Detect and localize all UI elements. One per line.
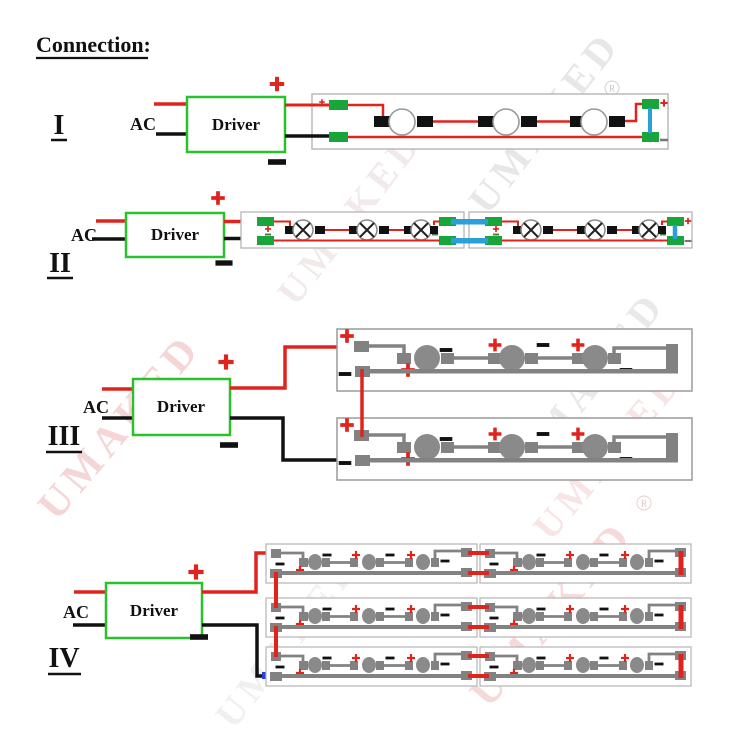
ac-label: AC xyxy=(63,602,89,622)
minus-marker xyxy=(215,260,233,266)
page-title: Connection: xyxy=(36,32,151,60)
solder-pad-green xyxy=(329,132,348,142)
ac-label: AC xyxy=(83,397,109,417)
led-strip-segment-1 xyxy=(241,212,464,248)
section-2: II AC Driver xyxy=(47,191,692,280)
led-icon xyxy=(580,108,608,136)
wire-positive xyxy=(348,103,385,118)
ac-label: AC xyxy=(71,225,97,245)
title-text: Connection: xyxy=(36,32,151,57)
solder-pad xyxy=(374,116,390,127)
section-numeral: I xyxy=(54,110,65,141)
section-3: III AC Driver xyxy=(46,329,692,480)
minus-marker xyxy=(220,442,238,448)
bridge-connector-blue xyxy=(451,219,488,225)
registered-letter: R xyxy=(609,84,615,94)
wire-negative xyxy=(202,623,263,678)
driver-box xyxy=(185,95,287,154)
registered-mark: R xyxy=(604,80,620,96)
section-4: IV AC Driver xyxy=(48,544,691,686)
plus-marker xyxy=(188,564,204,580)
solder-pad-green xyxy=(329,100,348,110)
led-module-r3c2 xyxy=(480,647,691,686)
solder-pad xyxy=(478,116,494,127)
led-module-r2c2 xyxy=(480,598,691,637)
driver-box xyxy=(124,211,226,259)
wire-positive xyxy=(230,345,354,390)
minus-marker xyxy=(659,138,669,142)
plus-marker xyxy=(211,191,225,205)
driver-label: Driver xyxy=(212,115,261,134)
driver-box xyxy=(104,581,204,640)
minus-marker xyxy=(190,634,208,640)
ac-label: AC xyxy=(130,114,156,134)
solder-pad-green xyxy=(642,99,659,109)
wire-negative xyxy=(230,416,357,462)
led-strip-segment-2 xyxy=(469,212,692,248)
plus-marker xyxy=(269,76,285,92)
section-numeral: II xyxy=(49,248,71,279)
solder-pad xyxy=(609,116,625,127)
driver-label: Driver xyxy=(157,397,206,416)
minus-marker xyxy=(268,159,286,165)
wire-positive xyxy=(202,551,272,594)
registered-mark: R xyxy=(636,495,652,511)
led-module-r2c1 xyxy=(266,598,477,637)
wire-positive xyxy=(625,102,642,123)
led-strip-module-1 xyxy=(337,329,692,391)
solder-pad xyxy=(417,116,433,127)
driver-label: Driver xyxy=(151,225,200,244)
minus-marker xyxy=(684,239,692,243)
section-numeral: III xyxy=(48,421,81,452)
registered-letter: R xyxy=(641,499,647,509)
plus-marker xyxy=(218,354,234,370)
led-module-r1c1 xyxy=(266,544,477,583)
bridge-connector-blue xyxy=(451,238,488,244)
led-icon xyxy=(492,108,520,136)
led-module-r1c2 xyxy=(480,544,691,583)
driver-box xyxy=(131,377,232,437)
solder-pad xyxy=(570,116,586,127)
solder-pad xyxy=(521,116,537,127)
solder-pad-green xyxy=(642,132,659,142)
section-1: I AC Driver xyxy=(51,76,669,165)
section-numeral: IV xyxy=(48,643,79,674)
led-module-r3c1 xyxy=(266,647,477,686)
led-icon xyxy=(388,108,416,136)
driver-label: Driver xyxy=(130,601,179,620)
led-strip-module-2 xyxy=(337,418,692,480)
